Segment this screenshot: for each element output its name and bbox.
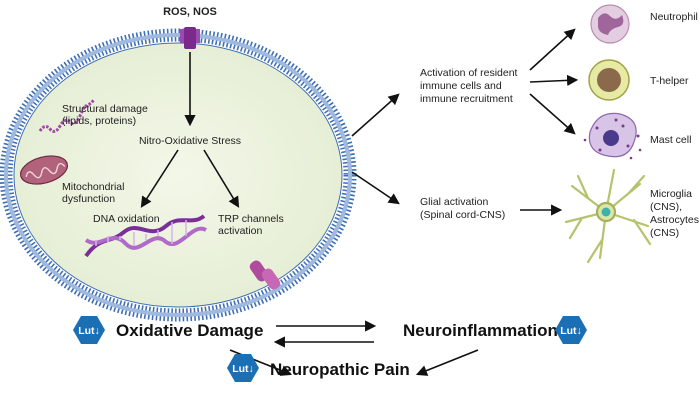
t-helper-icon [588, 59, 630, 101]
arrow-to-t-helper [529, 74, 579, 86]
lut-badge-pain: Lut↓ [227, 354, 259, 382]
ros-nos-label: ROS, NOS [163, 6, 217, 18]
microglia-line-1: Microglia [650, 188, 692, 200]
lut-badge-pain-text: Lut↓ [232, 363, 254, 375]
microglia-label: Microglia (CNS), Astrocytes (CNS) [650, 188, 700, 239]
mitochondrial-label: Mitochondrial dysfunction [62, 181, 127, 205]
microglia-line-3: Astrocytes [650, 214, 699, 226]
lut-badge-neuroinflammation-text: Lut↓ [560, 325, 582, 337]
t-helper-label: T-helper [650, 75, 689, 87]
microglia-line-2: (CNS), [650, 201, 682, 213]
arrow-neuroinflammation-to-pain [415, 349, 479, 376]
arrow-stress-to-dna [140, 149, 179, 208]
arrow-cell-to-immune [351, 93, 400, 137]
mitochondrial-line-2: dysfunction [62, 193, 115, 205]
ros-channel-icon [180, 27, 200, 49]
lut-badge-neuroinflammation: Lut↓ [555, 316, 587, 344]
mast-cell-icon [583, 112, 642, 160]
mitochondrion-icon [19, 155, 69, 185]
lut-badge-oxidative-text: Lut↓ [78, 325, 100, 337]
structural-damage-icon [38, 98, 96, 133]
immune-line-3: immune recruitment [420, 93, 513, 105]
dna-helix-icon [84, 214, 207, 258]
arrow-to-neutrophil [529, 28, 576, 71]
trp-line-2: activation [218, 225, 263, 237]
mitochondrial-line-1: Mitochondrial [62, 181, 124, 193]
arrow-stress-to-trp [203, 149, 240, 208]
immune-activation-label: Activation of resident immune cells and … [420, 67, 520, 105]
immune-line-2: immune cells and [420, 80, 502, 92]
nitro-oxidative-stress-label: Nitro-Oxidative Stress [139, 135, 241, 147]
microglia-astrocyte-icon [564, 168, 652, 264]
structural-damage-label: Structural damage (lipids, proteins) [62, 103, 151, 127]
dna-oxidation-label: DNA oxidation [93, 213, 160, 225]
neuroinflammation-label: Neuroinflammation [403, 321, 558, 340]
arrow-to-mast-cell [529, 93, 576, 135]
microglia-line-4: (CNS) [650, 227, 679, 239]
structural-damage-line-1: Structural damage [62, 103, 148, 115]
glial-activation-label: Glial activation (Spinal cord-CNS) [420, 196, 505, 221]
immune-line-1: Activation of resident [420, 67, 518, 79]
neuropathic-pain-label: Neuropathic Pain [270, 360, 410, 379]
trp-channel-icon [249, 260, 281, 290]
mast-cell-label: Mast cell [650, 134, 691, 146]
glial-line-1: Glial activation [420, 196, 488, 208]
oxidative-damage-label: Oxidative Damage [116, 321, 263, 340]
glial-line-2: (Spinal cord-CNS) [420, 209, 505, 221]
trp-line-1: TRP channels [218, 213, 284, 225]
neutrophil-icon [590, 4, 630, 44]
structural-damage-line-2: (lipids, proteins) [62, 115, 136, 127]
arrow-cell-to-glial [351, 171, 400, 205]
lut-badge-oxidative: Lut↓ [73, 316, 105, 344]
trp-label: TRP channels activation [218, 213, 287, 237]
neutrophil-label: Neutrophil [650, 11, 698, 23]
